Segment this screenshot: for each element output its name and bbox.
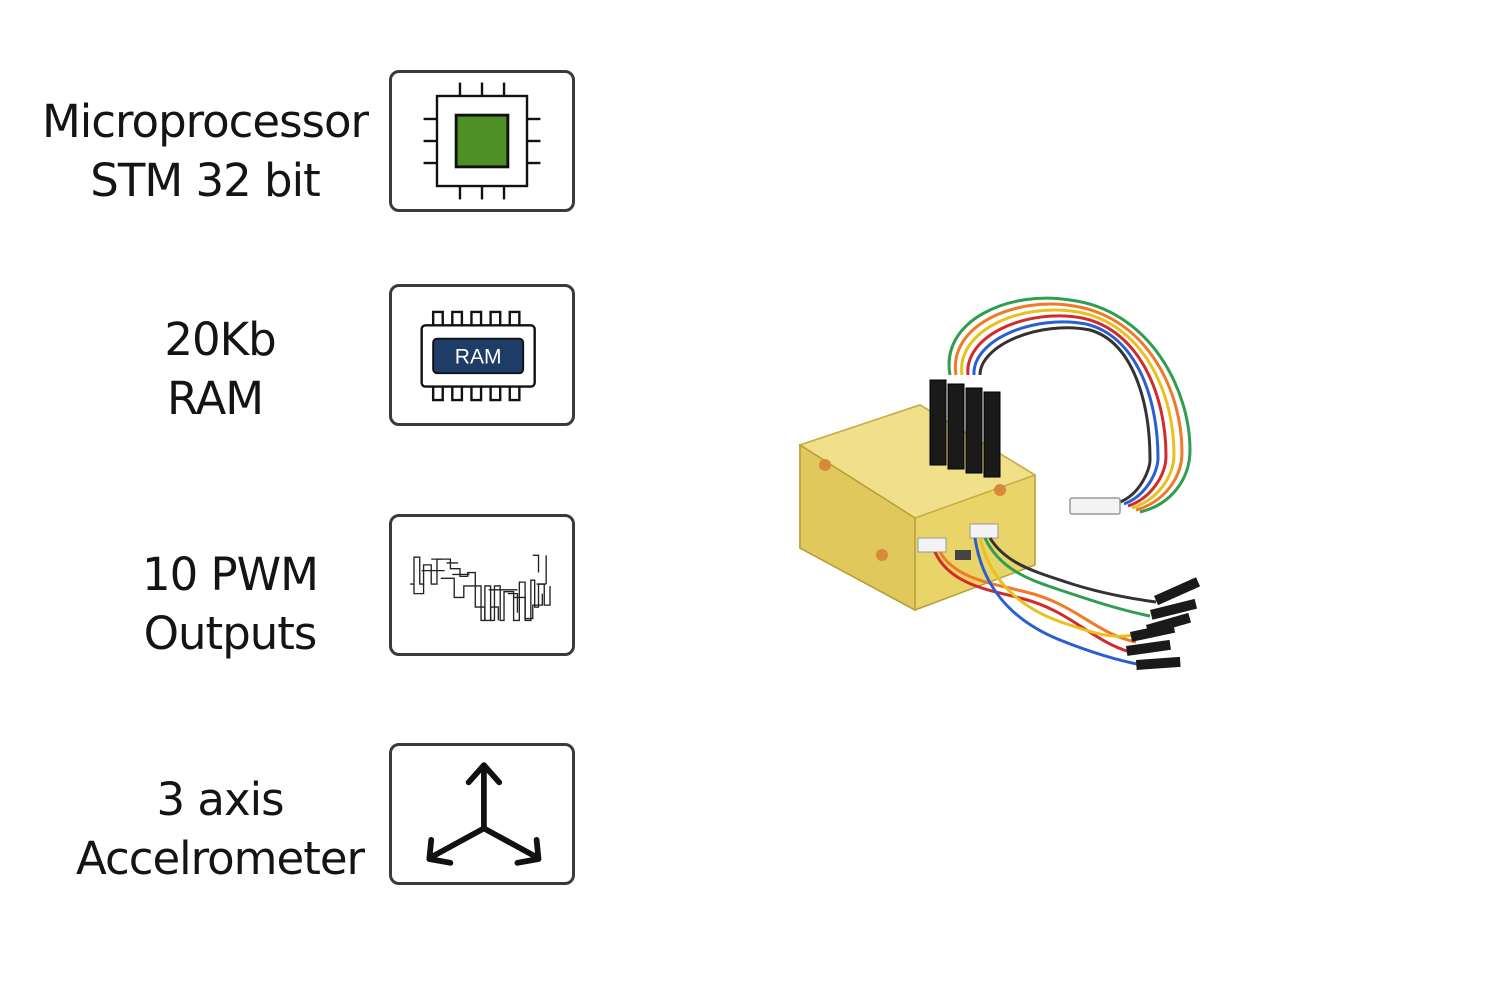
cpu-chip-icon bbox=[423, 82, 541, 200]
feature-line1: Microprocessor bbox=[41, 95, 369, 148]
feature-line1: 10 PWM bbox=[141, 548, 319, 601]
feature-label-pwm: 10 PWM Outputs bbox=[115, 545, 345, 663]
feature-line1: 3 axis bbox=[156, 773, 284, 826]
feature-line1: 20Kb bbox=[164, 313, 276, 366]
axis-icon-box bbox=[389, 743, 575, 885]
feature-label-microprocessor: Microprocessor STM 32 bit bbox=[20, 92, 390, 210]
feature-line2: RAM bbox=[167, 372, 264, 425]
feature-line2: Outputs bbox=[143, 607, 318, 660]
flight-controller-board-with-cables bbox=[798, 296, 1201, 670]
ram-chip-text: RAM bbox=[455, 346, 502, 369]
pwm-icon-box bbox=[389, 514, 575, 656]
feature-line2: STM 32 bit bbox=[90, 154, 320, 207]
pwm-signal-icon bbox=[410, 554, 551, 622]
feature-line2: Accelrometer bbox=[75, 832, 365, 885]
cpu-icon-box bbox=[389, 70, 575, 212]
ram-icon-box: RAM bbox=[389, 284, 575, 426]
three-axis-icon bbox=[426, 762, 542, 866]
ram-chip-icon: RAM bbox=[420, 310, 536, 402]
feature-label-ram: 20Kb RAM bbox=[130, 310, 310, 428]
feature-label-accelerometer: 3 axis Accelrometer bbox=[45, 770, 395, 888]
